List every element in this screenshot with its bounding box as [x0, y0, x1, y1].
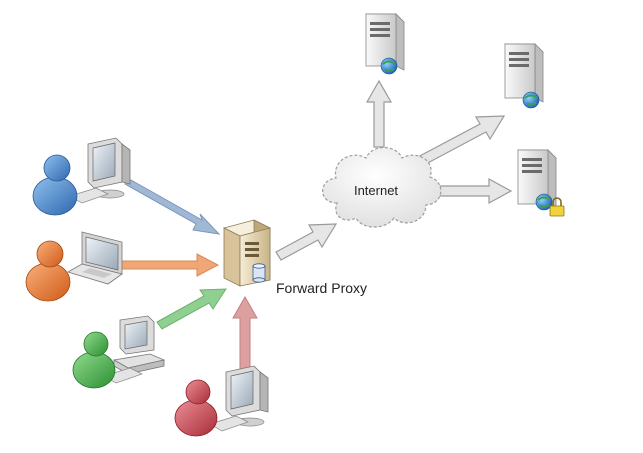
- keyboard-icon: [69, 187, 109, 204]
- arrow-blue-to-proxy: [124, 179, 221, 235]
- user-orange-icon: [25, 240, 71, 302]
- keyboard-icon: [209, 415, 249, 432]
- keyboard-icon: [103, 367, 143, 384]
- web-server-icon: [365, 13, 405, 75]
- internet-cloud-icon: [322, 146, 442, 228]
- arrow-green-to-proxy: [156, 288, 227, 330]
- proxy-label: Forward Proxy: [276, 280, 367, 296]
- padlock-icon: [549, 197, 565, 217]
- arrow-internet-to-server-right: [415, 115, 506, 167]
- user-red-icon: [174, 379, 218, 437]
- internet-label: Internet: [354, 183, 398, 198]
- arrow-proxy-to-internet: [275, 223, 338, 261]
- user-green-icon: [72, 331, 116, 389]
- arrow-orange-to-proxy: [120, 253, 220, 277]
- laptop-icon: [66, 231, 123, 285]
- arrow-internet-to-server-top: [365, 79, 393, 148]
- web-server-icon: [504, 43, 544, 109]
- crt-monitor-icon: [87, 137, 131, 199]
- proxy-server-icon: [222, 219, 272, 287]
- arrow-red-to-proxy: [232, 295, 258, 377]
- user-blue-icon: [32, 154, 78, 216]
- desktop-computer-icon: [112, 315, 166, 375]
- secure-web-server-icon: [517, 149, 565, 217]
- database-icon: [252, 263, 266, 283]
